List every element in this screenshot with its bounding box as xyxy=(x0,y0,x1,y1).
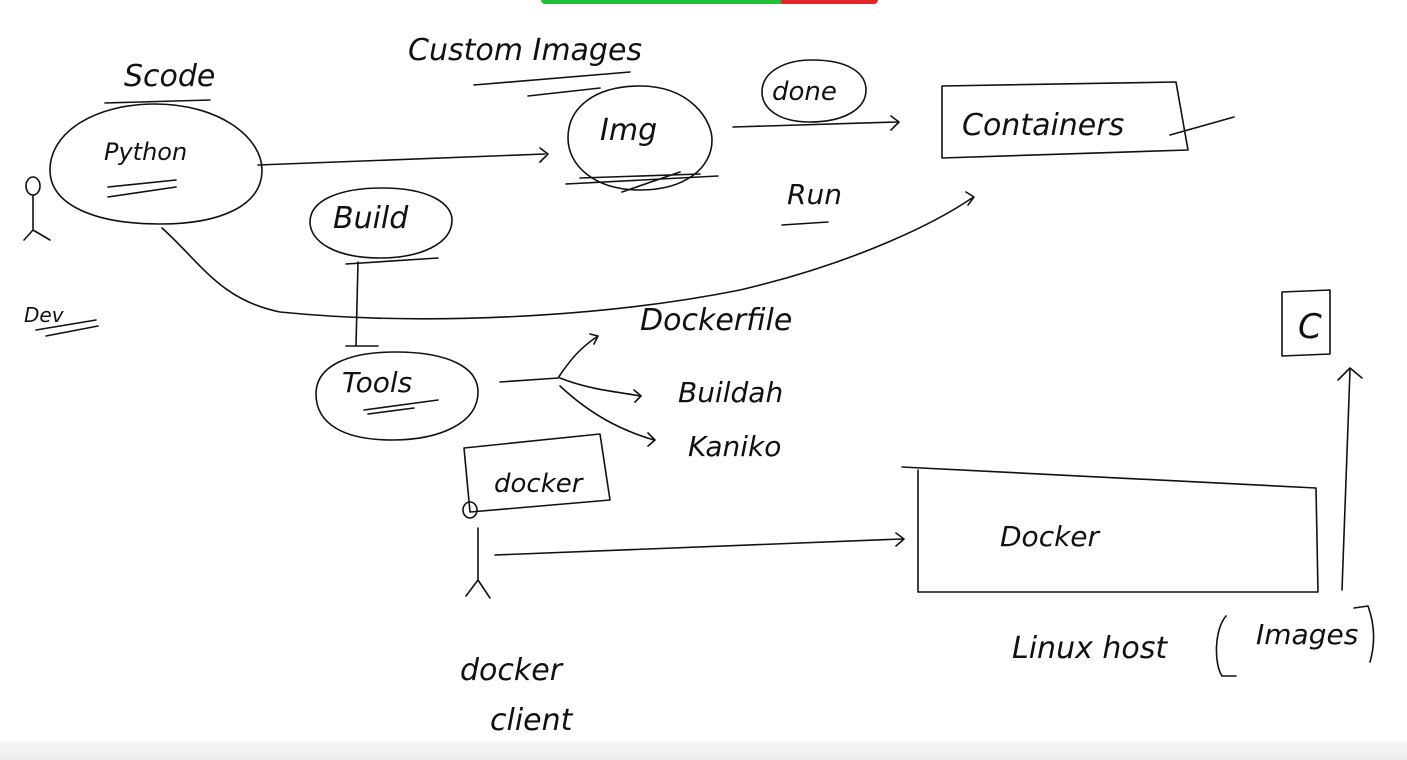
docker-client-label-1: docker xyxy=(460,653,564,688)
images-close-bracket xyxy=(1353,605,1375,663)
client-body-icon xyxy=(465,527,491,599)
tools-label: Tools xyxy=(342,366,412,399)
images-open-bracket xyxy=(1215,615,1237,677)
img-top-marks xyxy=(527,87,601,97)
docker-host-box xyxy=(901,466,1319,593)
bottom-edge xyxy=(0,742,1407,760)
c-box xyxy=(1281,289,1331,357)
kaniko-label: Kaniko xyxy=(688,430,781,463)
img-ellipse xyxy=(567,85,713,191)
containers-exit-line xyxy=(1169,116,1235,136)
docker-cli-box xyxy=(463,433,611,513)
custom-images-underline xyxy=(473,71,631,86)
containers-box xyxy=(941,81,1189,159)
docker-host-label: Docker xyxy=(1000,520,1101,553)
dev-body-icon xyxy=(23,195,51,241)
images-label: Images xyxy=(1256,618,1358,651)
pen-color-toolbar[interactable] xyxy=(541,0,878,4)
img-strike xyxy=(565,171,719,193)
docker-cli-label: docker xyxy=(494,469,585,499)
dev-head-icon xyxy=(25,176,41,196)
tools-ellipse xyxy=(315,351,479,441)
client-to-docker-arrow xyxy=(494,532,905,556)
c-label: C xyxy=(1298,307,1322,347)
build-underline xyxy=(345,257,439,265)
scode-underline xyxy=(104,99,211,104)
python-underline xyxy=(107,179,177,198)
containers-label: Containers xyxy=(962,108,1124,143)
img-label: Img xyxy=(600,113,657,148)
tools-branch-lines xyxy=(499,333,656,447)
run-label: Run xyxy=(787,178,842,211)
img-to-containers-arrow xyxy=(732,115,900,131)
client-head-icon xyxy=(462,501,478,519)
python-label: Python xyxy=(104,138,187,166)
dev-label: Dev xyxy=(24,303,65,327)
build-label: Build xyxy=(333,201,409,236)
python-to-containers-curve xyxy=(161,191,975,320)
build-ellipse xyxy=(309,187,453,259)
python-to-img-arrow xyxy=(257,147,549,166)
run-underline xyxy=(781,221,829,226)
buildah-label: Buildah xyxy=(678,376,783,409)
dockerfile-label: Dockerfile xyxy=(640,303,792,338)
python-ellipse xyxy=(49,103,263,225)
done-ellipse xyxy=(761,59,867,123)
green-pen-swatch[interactable] xyxy=(541,0,781,4)
host-to-c-arrow xyxy=(1337,367,1363,591)
done-label: done xyxy=(772,77,837,107)
tools-underline xyxy=(363,399,439,415)
linux-host-label: Linux host xyxy=(1012,631,1168,666)
custom-images-label: Custom Images xyxy=(408,33,642,68)
build-to-tools-line xyxy=(345,261,379,347)
docker-client-label-2: client xyxy=(490,703,574,738)
scode-label: Scode xyxy=(124,59,215,94)
dev-underline xyxy=(35,319,99,337)
red-pen-swatch[interactable] xyxy=(781,0,878,4)
